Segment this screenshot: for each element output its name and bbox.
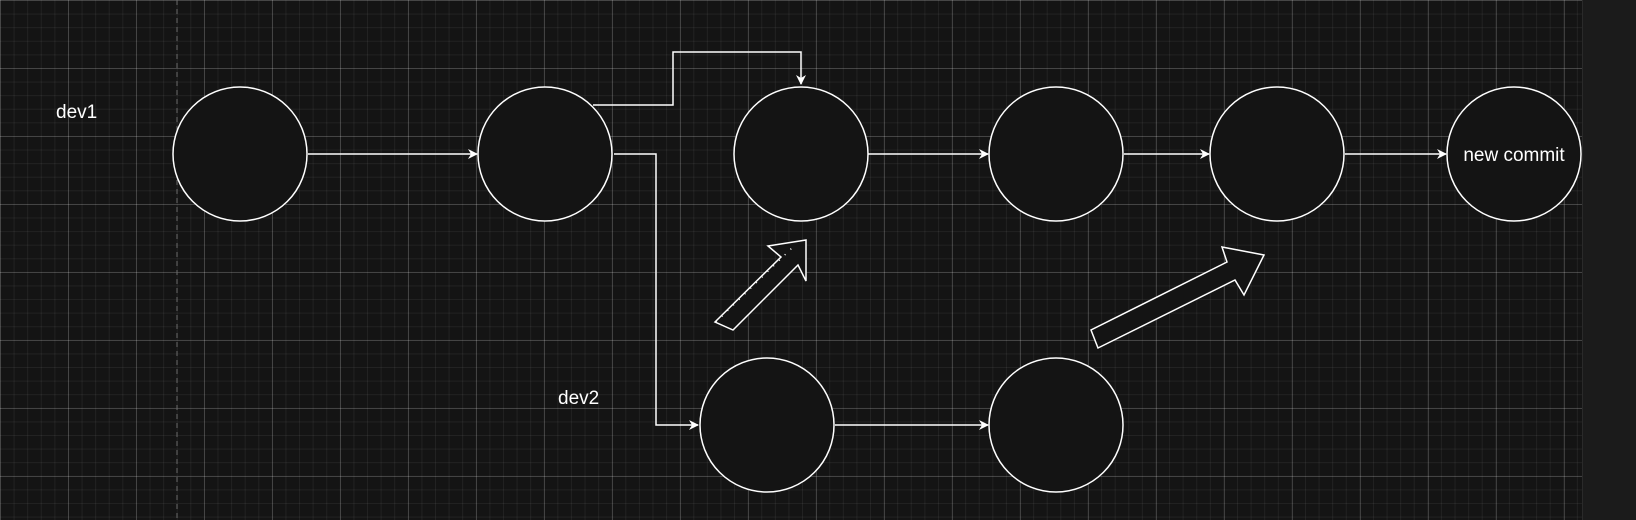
branch-label-dev1[interactable]: dev1 bbox=[56, 102, 97, 123]
commit-node-7[interactable] bbox=[699, 357, 835, 493]
commit-node-2[interactable] bbox=[477, 86, 613, 222]
commit-node-4[interactable] bbox=[988, 86, 1124, 222]
commit-node-5[interactable] bbox=[1209, 86, 1345, 222]
edge-n2-n7[interactable] bbox=[614, 153, 699, 430]
edge-n2-n3[interactable] bbox=[593, 51, 806, 106]
commit-node-new-label: new commit bbox=[1463, 145, 1565, 166]
commit-node-new[interactable]: new commit bbox=[1446, 86, 1582, 222]
branch-label-dev2[interactable]: dev2 bbox=[558, 388, 599, 409]
commit-node-1[interactable] bbox=[172, 86, 308, 222]
block-arrow-up-right-1[interactable] bbox=[713, 239, 807, 331]
block-arrow-up-right-2[interactable] bbox=[1090, 246, 1266, 350]
commit-node-3[interactable] bbox=[733, 86, 869, 222]
commit-node-8[interactable] bbox=[988, 357, 1124, 493]
right-scrollbar-strip[interactable] bbox=[1582, 0, 1636, 520]
